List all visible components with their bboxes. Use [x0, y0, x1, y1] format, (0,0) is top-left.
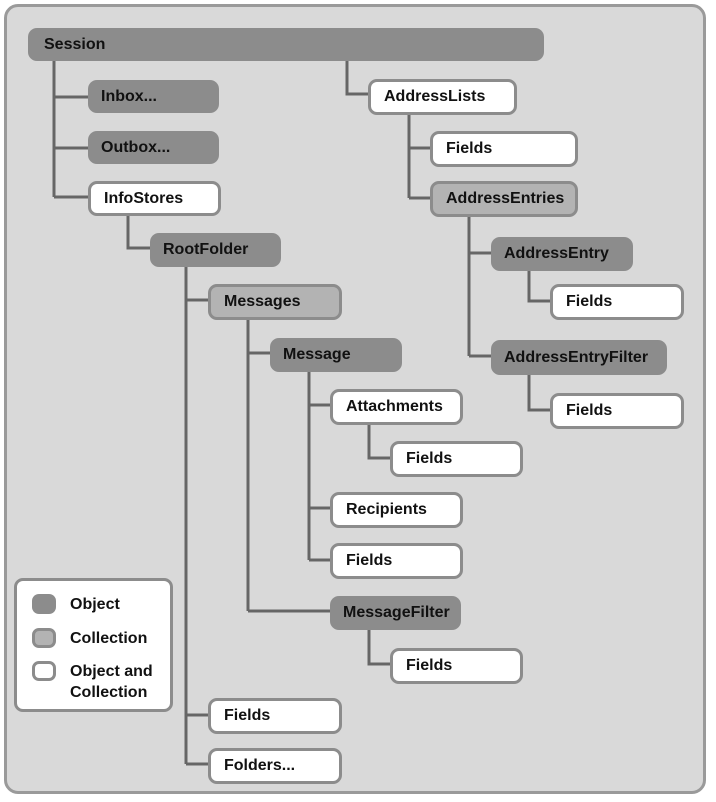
connector-addresslists: [407, 114, 430, 200]
node-infostores[interactable]: InfoStores: [88, 181, 221, 216]
legend-label: Object: [70, 596, 120, 613]
node-recipients[interactable]: Recipients: [330, 492, 463, 528]
connector-session-addresslists: [345, 60, 368, 96]
node-addresslists[interactable]: AddressLists: [368, 79, 517, 115]
node-messagefilter-fields[interactable]: Fields: [390, 648, 523, 684]
node-addressentry-fields[interactable]: Fields: [550, 284, 684, 320]
node-attachments[interactable]: Attachments: [330, 389, 463, 425]
node-rootfolder[interactable]: RootFolder: [150, 233, 281, 267]
node-folders[interactable]: Folders...: [208, 748, 342, 784]
node-session[interactable]: Session: [28, 28, 544, 61]
connector-attachments-fields: [367, 423, 390, 460]
node-messages[interactable]: Messages: [208, 284, 342, 320]
connector-messages: [246, 319, 330, 613]
node-messagefilter[interactable]: MessageFilter: [330, 596, 461, 630]
node-inbox[interactable]: Inbox...: [88, 80, 219, 113]
node-addresslists-fields[interactable]: Fields: [430, 131, 578, 167]
connector-addressentryfilter-fields: [527, 375, 550, 412]
connector-infostores-rootfolder: [126, 214, 150, 250]
node-message[interactable]: Message: [270, 338, 402, 372]
legend-item-object: Object: [32, 594, 120, 615]
legend-swatch-collection: [32, 628, 56, 648]
connector-session-left: [52, 60, 88, 199]
node-addressentries[interactable]: AddressEntries: [430, 181, 578, 217]
connector-addressentries: [467, 216, 491, 358]
connector-rootfolder: [184, 266, 208, 766]
legend-item-object-and-collection: Object and Collection: [32, 661, 153, 703]
legend-item-collection: Collection: [32, 628, 147, 649]
connector-addressentry-fields: [527, 270, 550, 303]
node-addressentryfilter-fields[interactable]: Fields: [550, 393, 684, 429]
node-attachments-fields[interactable]: Fields: [390, 441, 523, 477]
connector-message: [307, 372, 330, 562]
node-folder-fields[interactable]: Fields: [208, 698, 342, 734]
legend: Object Collection Object and Collection: [14, 578, 173, 712]
node-outbox[interactable]: Outbox...: [88, 131, 219, 164]
legend-label: Collection: [70, 630, 148, 647]
legend-label: Object and Collection: [70, 663, 153, 701]
node-addressentry[interactable]: AddressEntry: [491, 237, 633, 271]
connector-messagefilter-fields: [367, 629, 390, 666]
legend-swatch-object: [32, 594, 56, 614]
node-message-fields[interactable]: Fields: [330, 543, 463, 579]
legend-swatch-object-and-collection: [32, 661, 56, 681]
node-addressentryfilter[interactable]: AddressEntryFilter: [491, 340, 667, 375]
